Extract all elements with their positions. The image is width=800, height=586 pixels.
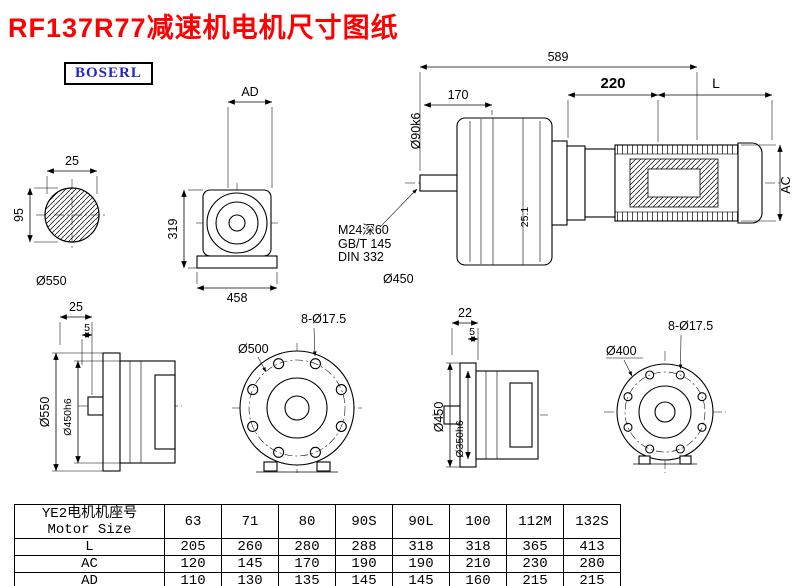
output-shaft-stub	[87, 396, 104, 416]
label-gbt-145: GB/T 145	[338, 237, 391, 251]
col-header-80: 80	[278, 504, 336, 539]
row-label-L: L	[14, 538, 165, 556]
motor-size-header-en: Motor Size	[47, 521, 132, 538]
table-row-L: L 205 260 280 288 318 318 365 413	[14, 538, 621, 556]
view-shaft-section: 25 95 Ø550	[12, 154, 108, 288]
table-cell: 215	[506, 572, 564, 586]
dim-22: 22	[458, 306, 472, 320]
label-flange-d450: Ø450	[383, 272, 414, 286]
table-header-row: YE2电机机座号 Motor Size 63 71 80 90S 90L 100…	[14, 504, 621, 539]
table-cell: 280	[278, 538, 336, 556]
motor-size-header-cn: YE2电机机座号	[41, 505, 138, 522]
dim-458: 458	[227, 291, 248, 305]
dim-220: 220	[600, 75, 625, 92]
table-cell: 318	[449, 538, 507, 556]
table-cell: 365	[506, 538, 564, 556]
dim-d500: Ø500	[238, 342, 269, 356]
col-header-90s: 90S	[335, 504, 393, 539]
motor-size-header: YE2电机机座号 Motor Size	[14, 504, 165, 539]
technical-drawing: 25 95 Ø550 AD 319 458	[12, 50, 793, 473]
table-cell: 215	[563, 572, 621, 586]
adapter-flange	[551, 140, 568, 226]
table-cell: 210	[449, 555, 507, 573]
page-title: RF137R77减速机电机尺寸图纸	[8, 13, 399, 43]
table-cell: 288	[335, 538, 393, 556]
col-header-90l: 90L	[392, 504, 450, 539]
dim-bolt-holes-500: 8-Ø17.5	[301, 312, 346, 326]
col-header-71: 71	[221, 504, 279, 539]
table-cell: 145	[335, 572, 393, 586]
input-shaft	[419, 174, 458, 192]
dim-319: 319	[166, 219, 180, 240]
table-cell: 260	[221, 538, 279, 556]
dim-shaft-95: 95	[12, 208, 26, 222]
col-header-63: 63	[164, 504, 222, 539]
table-cell: 160	[449, 572, 507, 586]
table-cell: 110	[164, 572, 222, 586]
flange-500-outer	[239, 350, 355, 466]
dim-d450b: Ø450	[432, 402, 446, 433]
dim-589: 589	[548, 50, 569, 64]
dim-AC: AC	[779, 176, 793, 193]
view-gearbox-front: AD 319 458	[166, 85, 278, 305]
view-flange-400: Ø400 8-Ø17.5	[604, 319, 726, 473]
fan-cover	[737, 142, 763, 224]
dim-key-width: 25	[65, 154, 79, 168]
view-flange-500: Ø500 8-Ø17.5	[232, 312, 362, 473]
table-cell: 135	[278, 572, 336, 586]
table-cell: 413	[563, 538, 621, 556]
col-header-100: 100	[449, 504, 507, 539]
table-cell: 318	[392, 538, 450, 556]
dim-170: 170	[448, 88, 469, 102]
dim-d350h6: Ø350h6	[454, 420, 466, 458]
dim-AD: AD	[241, 85, 258, 99]
table-cell: 130	[221, 572, 279, 586]
dim-bolt-holes-400: 8-Ø17.5	[668, 319, 713, 333]
dim-25-1: 25.1	[519, 207, 531, 228]
table-cell: 145	[392, 572, 450, 586]
table-row-AC: AC 120 145 170 190 190 210 230 280	[14, 555, 621, 573]
gearbox-body	[456, 117, 553, 266]
shaft-section-circle	[44, 187, 100, 243]
table-cell: 190	[335, 555, 393, 573]
dim-25: 25	[69, 300, 83, 314]
gearbox-housing	[202, 189, 272, 257]
dim-d400: Ø400	[606, 344, 637, 358]
table-cell: 280	[563, 555, 621, 573]
row-label-AC: AC	[14, 555, 165, 573]
dim-L: L	[712, 75, 720, 91]
dim-5b: 5	[469, 326, 475, 338]
col-header-132s: 132S	[563, 504, 621, 539]
flange-plate-550	[102, 352, 121, 472]
label-d550: Ø550	[36, 274, 67, 288]
row-label-AD: AD	[14, 572, 165, 586]
table-cell: 145	[221, 555, 279, 573]
table-cell: 120	[164, 555, 222, 573]
dim-shaft-diameter: Ø90k6	[409, 113, 423, 150]
label-center-hole: M24深60	[338, 223, 389, 237]
dim-5: 5	[84, 322, 90, 334]
table-cell: 230	[506, 555, 564, 573]
motor-bell	[584, 148, 616, 218]
col-header-112m: 112M	[506, 504, 564, 539]
view-side-450: 22 5 Ø450 Ø350h6	[432, 306, 548, 468]
table-cell: 205	[164, 538, 222, 556]
flange-400-outer	[616, 363, 714, 461]
brand-logo: BOSERL	[64, 62, 153, 85]
table-cell: 170	[278, 555, 336, 573]
dimension-table: YE2电机机座号 Motor Size 63 71 80 90S 90L 100…	[14, 504, 621, 586]
label-din-332: DIN 332	[338, 250, 384, 264]
view-side-550: 25 5 Ø550 Ø450h6	[38, 300, 182, 472]
dim-d450h6: Ø450h6	[62, 398, 74, 436]
view-main-assembly: 589 170 220 L Ø90k6 M24深60 GB/T 145 DIN …	[338, 50, 793, 286]
table-row-AD: AD 110 130 135 145 145 160 215 215	[14, 572, 621, 586]
dim-d550: Ø550	[38, 397, 52, 428]
gearbox-base	[196, 255, 278, 269]
table-cell: 190	[392, 555, 450, 573]
